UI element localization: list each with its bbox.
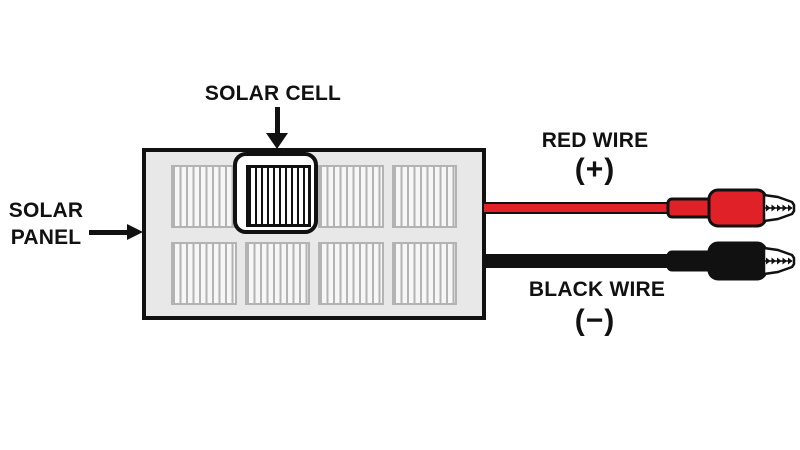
down-arrow-icon	[275, 107, 280, 134]
panel-cell	[171, 165, 237, 228]
right-arrow-icon	[89, 230, 128, 235]
red-wire-label: RED WIRE	[541, 129, 649, 152]
panel-cell	[391, 165, 457, 228]
right-arrow-head-icon	[127, 224, 143, 240]
panel-cell	[171, 242, 237, 305]
black-wire-polarity: (−)	[574, 304, 616, 337]
black-alligator-clip-icon	[666, 241, 796, 281]
panel-cell	[318, 242, 384, 305]
panel-cell	[318, 165, 384, 228]
black-wire-label: BLACK WIRE	[528, 278, 666, 301]
red-wire-polarity: (+)	[574, 153, 616, 186]
solar-cell-highlight	[233, 152, 318, 234]
red-wire	[484, 202, 684, 214]
panel-cell	[391, 242, 457, 305]
solar-panel-label-line2: PANEL	[10, 226, 82, 249]
solar-panel-label: SOLAR PANEL	[4, 197, 88, 251]
solar-cell-detail	[246, 165, 311, 227]
solar-cell-label: SOLAR CELL	[204, 82, 342, 105]
red-alligator-clip-icon	[666, 188, 796, 228]
panel-cell	[244, 242, 310, 305]
solar-panel-label-line1: SOLAR	[8, 199, 84, 222]
black-wire	[484, 254, 694, 268]
down-arrow-head-icon	[266, 133, 288, 149]
